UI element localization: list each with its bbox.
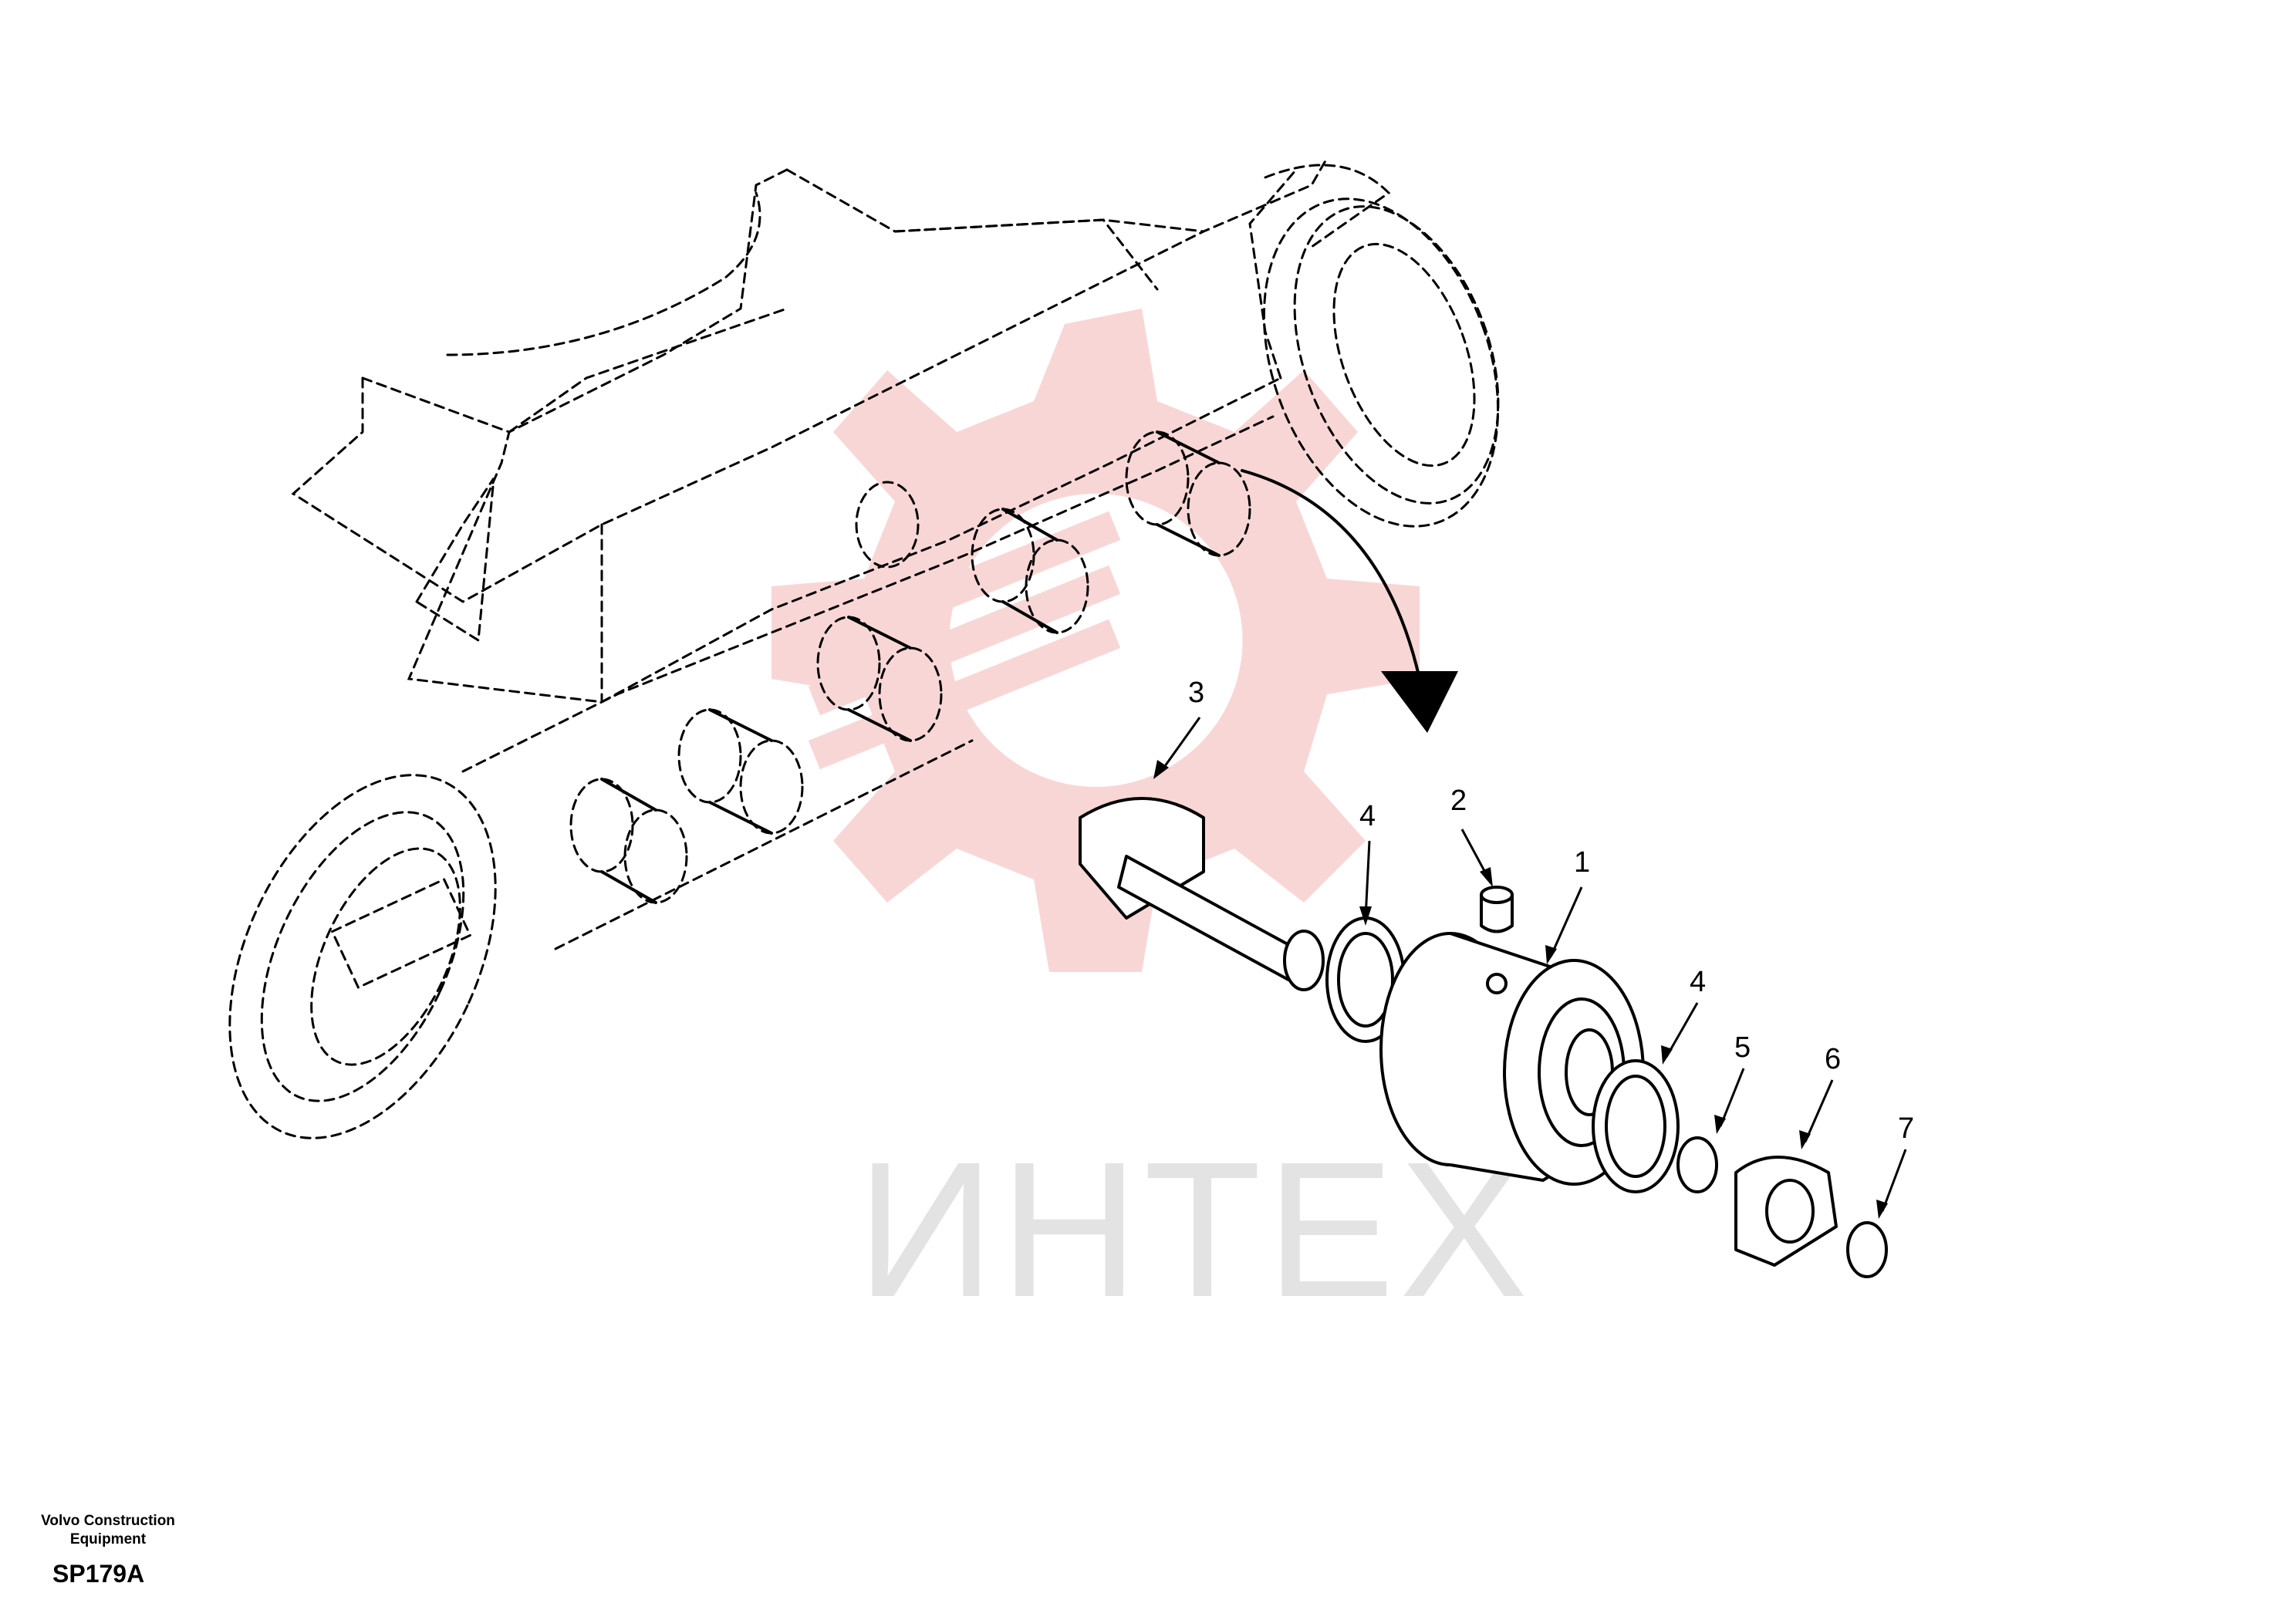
- manufacturer-name-line1: Volvo Construction: [41, 1513, 175, 1529]
- callout-leaders: [1153, 717, 1907, 1219]
- part-3-shaft-bracket: [1079, 797, 1325, 991]
- sprocket-wheel: [1262, 197, 1500, 528]
- drawing-footer: Volvo Construction Equipment SP179A: [31, 1512, 185, 1588]
- callout-5: 5: [1734, 1031, 1751, 1064]
- callout-7: 7: [1898, 1112, 1914, 1145]
- callout-4-left: 4: [1359, 800, 1376, 832]
- callout-1: 1: [1574, 846, 1590, 879]
- track-rollers-on-frame: [569, 430, 1251, 904]
- part-4-seal-right: [1592, 1059, 1680, 1193]
- track-frame-outline: [291, 157, 1391, 950]
- watermark-text: ИНТЕХ: [856, 1122, 1532, 1337]
- callout-2: 2: [1450, 785, 1467, 817]
- part-7-snap-ring: [1846, 1221, 1888, 1278]
- callout-4-right: 4: [1690, 966, 1706, 998]
- idler-wheel: [228, 774, 497, 1139]
- part-2-plug: [1480, 886, 1514, 933]
- manufacturer-name-line2: Equipment: [69, 1531, 147, 1547]
- part-5-o-ring: [1676, 1136, 1718, 1193]
- callout-6: 6: [1825, 1043, 1841, 1075]
- drawing-code: SP179A: [52, 1560, 145, 1588]
- callout-3: 3: [1188, 677, 1204, 709]
- part-6-end-bracket: [1734, 1156, 1838, 1267]
- exploded-view-arrow: [1241, 469, 1458, 733]
